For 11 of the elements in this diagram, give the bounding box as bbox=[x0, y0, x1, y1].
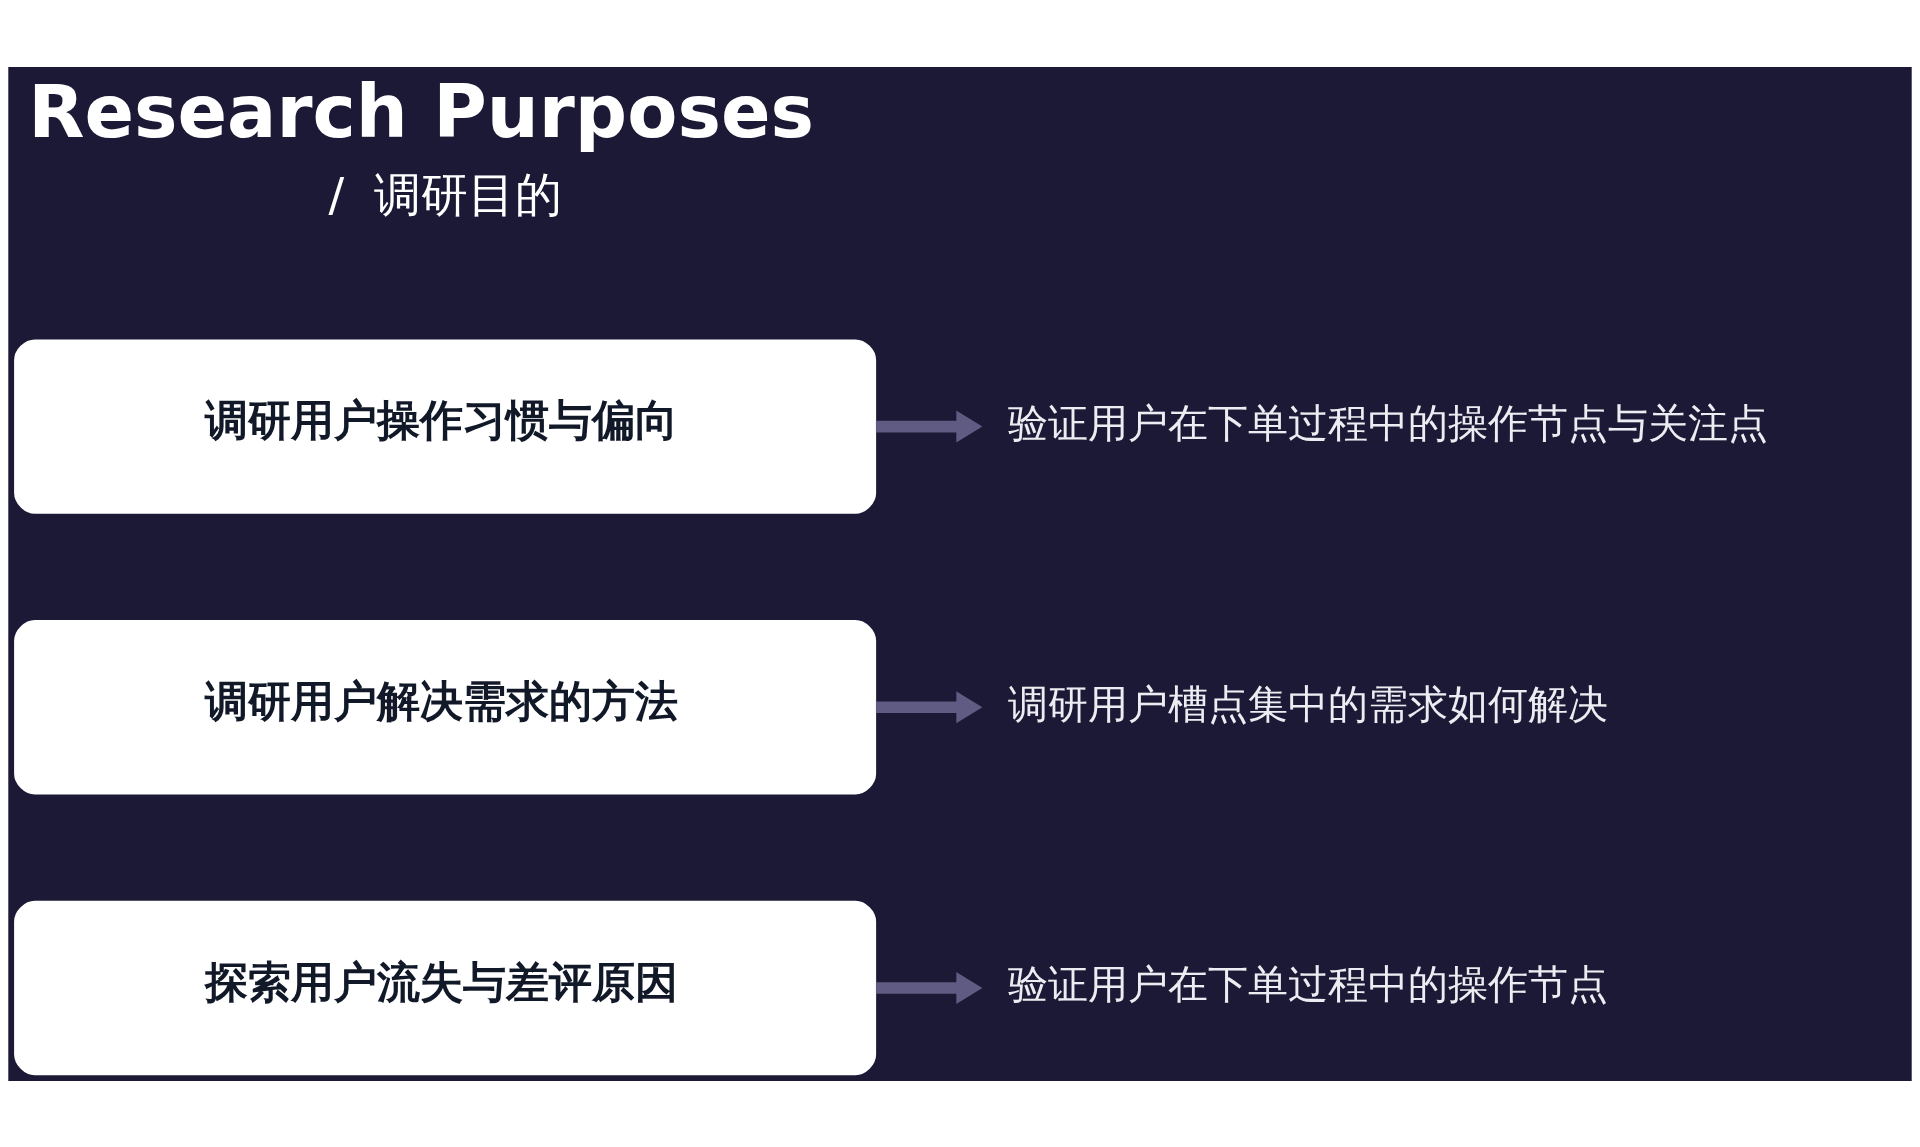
arrow bbox=[875, 410, 983, 443]
node-box: 探索用户流失与差评原因 bbox=[14, 900, 877, 1075]
arrow bbox=[875, 690, 983, 723]
arrow bbox=[875, 971, 983, 1004]
node-text: 验证用户在下单过程中的操作节点 bbox=[1008, 960, 1609, 1007]
node-box: 调研用户操作习惯与偏向 bbox=[14, 338, 877, 514]
node-text: 调研用户槽点集中的需求如何解决 bbox=[1008, 680, 1609, 727]
node-box: 调研用户解决需求的方法 bbox=[14, 619, 877, 794]
node-text: 验证用户在下单过程中的操作节点与关注点 bbox=[1008, 399, 1769, 446]
diagram-title: Research Purposes bbox=[28, 68, 814, 154]
label: / 调研目的 bbox=[328, 167, 562, 221]
